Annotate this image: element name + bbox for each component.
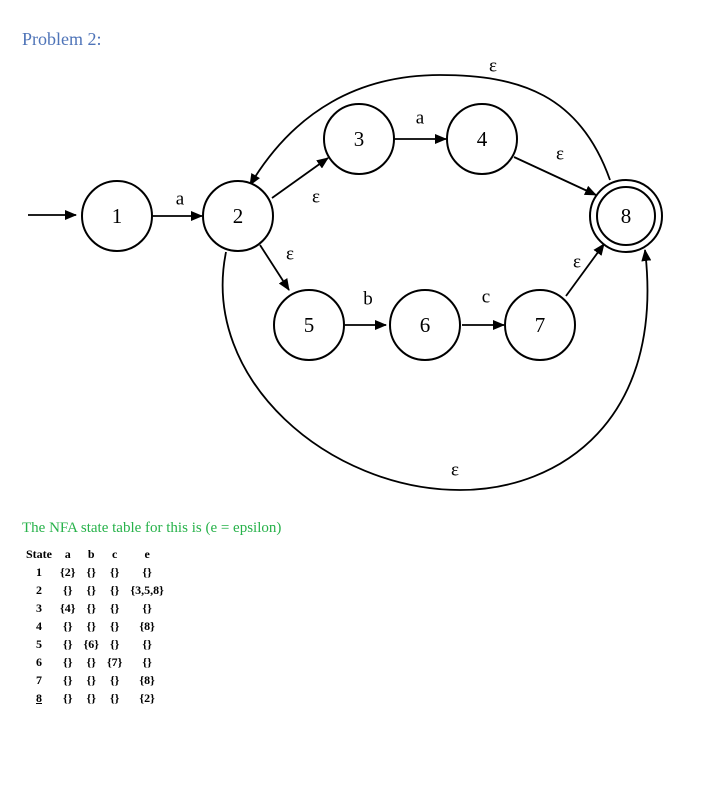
cell-b: {} (86, 672, 96, 687)
label-6-7: c (482, 287, 490, 308)
cell-state: 7 (36, 672, 42, 687)
cell-b: {} (86, 600, 96, 615)
label-4-8: ε (556, 144, 564, 165)
state-7-label: 7 (535, 313, 546, 337)
cell-a: {} (63, 654, 73, 669)
label-7-8: ε (573, 252, 581, 273)
label-1-2: a (176, 189, 185, 210)
edge-2-5 (259, 244, 290, 291)
state-3-label: 3 (354, 127, 365, 151)
cell-a: {} (63, 690, 73, 705)
cell-a: {} (63, 618, 73, 633)
cell-a: {} (63, 672, 73, 687)
cell-a: {} (63, 582, 73, 597)
cell-c: {} (109, 672, 120, 687)
cell-b: {} (86, 582, 96, 597)
state-2-label: 2 (233, 204, 244, 228)
cell-c: {} (109, 636, 120, 651)
state-3-circle (323, 103, 395, 175)
cell-c: {} (109, 618, 120, 633)
table-row: 4 {} {} {} {8} (22, 617, 168, 635)
cell-e: {} (142, 564, 152, 579)
edge-7-8 (565, 243, 605, 297)
cell-b: {} (86, 690, 96, 705)
cell-state: 6 (36, 654, 42, 669)
table-row: 1 {2} {} {} {} (22, 563, 168, 581)
cell-e: {2} (139, 690, 155, 705)
cell-b: {} (86, 618, 96, 633)
cell-c: {} (109, 582, 120, 597)
label-8-2: ε (489, 56, 497, 77)
cell-state: 5 (36, 636, 42, 651)
edge-2-8-arc (221, 249, 652, 491)
table-row: 7 {} {} {} {8} (22, 671, 168, 689)
label-2-5: ε (286, 244, 294, 265)
cell-b: {} (86, 654, 96, 669)
cell-c: {} (109, 690, 120, 705)
cell-b: {6} (83, 636, 99, 651)
state-8-label: 8 (621, 204, 632, 228)
cell-e: {} (142, 654, 152, 669)
cell-e: {} (142, 636, 152, 651)
table-header-row: State a b c e (22, 545, 168, 563)
header-e: e (144, 546, 150, 561)
cell-e: {8} (139, 672, 155, 687)
nfa-diagram: a ε a ε ε b c ε ε ε 1 2 3 4 5 6 7 8 (28, 56, 663, 491)
edge-2-3 (271, 157, 329, 199)
state-8-inner-circle (596, 186, 656, 246)
cell-state: 4 (36, 618, 42, 633)
cell-e: {8} (139, 618, 155, 633)
state-6-circle (389, 289, 461, 361)
table-row: 2 {} {} {} {3,5,8} (22, 581, 168, 599)
state-1-circle (81, 180, 153, 252)
cell-c: {7} (106, 654, 123, 669)
label-5-6: b (363, 289, 373, 310)
cell-a: {} (63, 636, 73, 651)
table-row: 8 {} {} {} {2} (22, 689, 168, 707)
cell-c: {} (109, 600, 120, 615)
header-b: b (87, 546, 95, 561)
state-4-label: 4 (477, 127, 488, 151)
cell-a: {4} (60, 600, 76, 615)
cell-state: 3 (36, 600, 42, 615)
edge-4-8 (513, 156, 597, 196)
state-2-circle (202, 180, 274, 252)
page-heading: Problem 2: (22, 29, 102, 49)
state-1-label: 1 (112, 204, 123, 228)
state-5-label: 5 (304, 313, 315, 337)
table-caption: The NFA state table for this is (e = eps… (22, 520, 282, 536)
cell-e: {3,5,8} (130, 582, 164, 597)
table-row: 6 {} {} {7} {} (22, 653, 168, 671)
cell-c: {} (109, 564, 120, 579)
nfa-state-table: State a b c e 1 {2} {} {} {} 2 {} {} {} … (22, 545, 168, 707)
header-state: State (26, 546, 52, 561)
cell-a: {2} (60, 564, 76, 579)
header-c: c (112, 546, 118, 561)
state-7-circle (504, 289, 576, 361)
table-row: 5 {} {6} {} {} (22, 635, 168, 653)
label-2-8: ε (451, 460, 459, 481)
table-row: 3 {4} {} {} {} (22, 599, 168, 617)
label-3-4: a (416, 108, 425, 129)
cell-e: {} (142, 600, 152, 615)
edge-8-2-arc (249, 74, 611, 186)
cell-b: {} (86, 564, 96, 579)
state-5-circle (273, 289, 345, 361)
cell-state: 2 (36, 582, 42, 597)
cell-state: 8 (36, 690, 42, 705)
label-2-3: ε (312, 187, 320, 208)
state-4-circle (446, 103, 518, 175)
state-6-label: 6 (420, 313, 431, 337)
cell-state: 1 (36, 564, 42, 579)
header-a: a (64, 546, 71, 561)
